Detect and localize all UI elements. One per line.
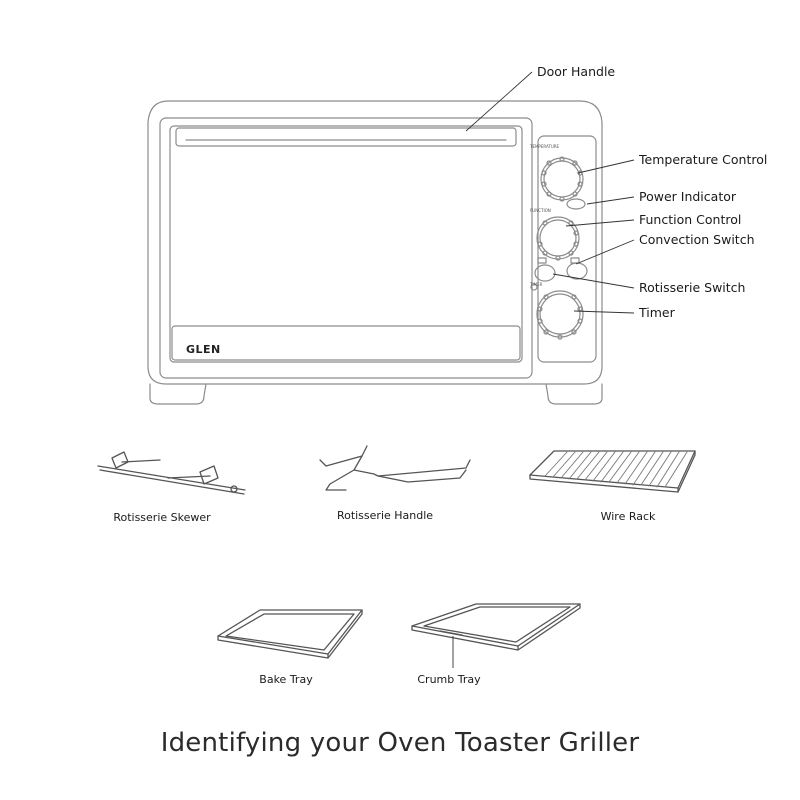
caption-crumb-tray: Crumb Tray xyxy=(417,673,481,686)
rotisserie-skewer-drawing xyxy=(97,451,246,495)
caption-bake-tray: Bake Tray xyxy=(259,673,313,686)
bake-tray-drawing xyxy=(217,609,363,659)
panel-temperature-text: TEMPERATURE xyxy=(529,144,560,149)
callout-power-indicator: Power Indicator xyxy=(639,189,737,204)
callout-temperature-control: Temperature Control xyxy=(639,152,768,167)
rotisserie-switch-button xyxy=(534,264,556,282)
caption-rotisserie-handle: Rotisserie Handle xyxy=(336,509,434,522)
function-dial xyxy=(536,216,580,261)
leader-lines xyxy=(465,71,635,314)
crumb-tray-drawing xyxy=(411,603,581,651)
page-title: Identifying your Oven Toaster Griller xyxy=(160,728,640,758)
caption-wire-rack: Wire Rack xyxy=(600,510,656,523)
timer-dial xyxy=(530,283,584,340)
wire-rack-drawing xyxy=(529,450,696,493)
callout-function-control: Function Control xyxy=(639,212,742,227)
brand-logo-text: GLEN xyxy=(186,343,221,356)
power-indicator-lamp xyxy=(566,198,586,210)
panel-function-text: FUNCTION xyxy=(530,208,551,213)
callout-rotisserie-switch: Rotisserie Switch xyxy=(639,280,746,295)
wire-rack-grid xyxy=(544,451,688,488)
callout-door-handle: Door Handle xyxy=(537,64,616,79)
rotisserie-handle-drawing xyxy=(319,445,471,491)
oven-body xyxy=(147,100,603,405)
panel-timer-text: TIMER xyxy=(529,282,543,287)
caption-rotisserie-skewer: Rotisserie Skewer xyxy=(113,511,211,524)
callout-convection-switch: Convection Switch xyxy=(639,232,755,247)
callout-timer: Timer xyxy=(639,305,675,320)
temperature-dial xyxy=(540,156,584,202)
